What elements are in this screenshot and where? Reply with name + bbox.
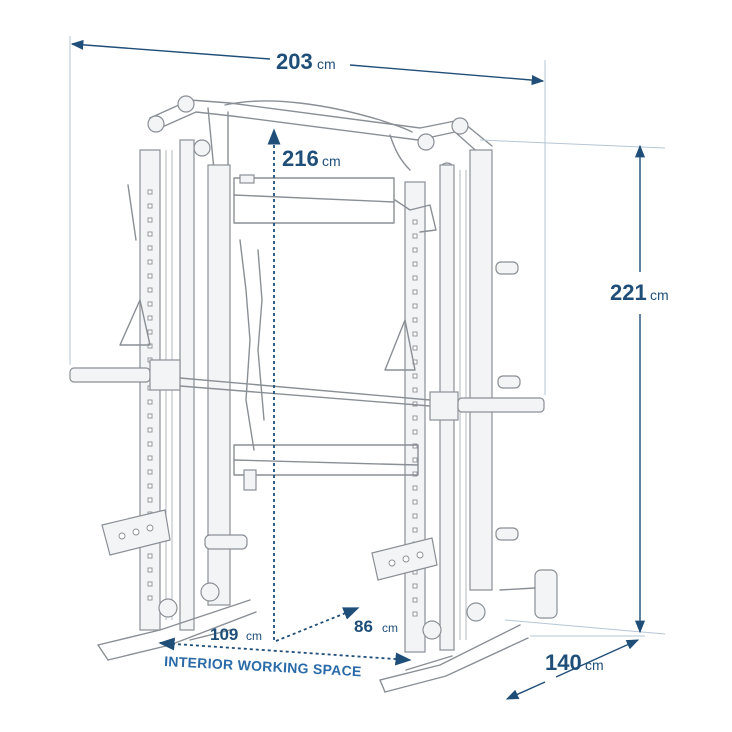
upright-hole [412,611,418,617]
interior-width-value: 109 [210,625,238,644]
upright-hole [412,457,418,463]
upright-hole [412,485,418,491]
interior-width-dimension: 109 cm [158,625,412,666]
upright-hole [147,329,153,335]
upright-hole [412,387,418,393]
depth-value: 140 [545,650,582,675]
upright-hole [147,469,153,475]
interior-height-dimension: 216 cm [267,128,341,640]
barbell [69,359,545,421]
upright-hole [412,317,418,323]
upright-hole [412,275,418,281]
upright-hole [412,289,418,295]
upright-hole [147,203,153,209]
upright-hole [147,189,153,195]
upright-hole [147,581,153,587]
upright-hole [147,595,153,601]
width-unit: cm [317,56,336,72]
pulley-top-left [147,95,211,157]
upright-hole [147,441,153,447]
upright-hole [412,415,418,421]
upright-hole [412,233,418,239]
safety-arm-right [371,537,438,581]
depth-unit: cm [585,657,604,673]
interior-working-space-caption: INTERIOR WORKING SPACE [164,653,362,679]
interior-height-unit: cm [322,153,341,169]
upright-hole [147,567,153,573]
upright-hole [147,427,153,433]
upright-hole [147,273,153,279]
upright-hole [147,497,153,503]
upright-hole [412,331,418,337]
upright-hole [147,301,153,307]
height-dimension: 221 cm [610,144,669,634]
upright-hole [412,303,418,309]
upright-hole [147,455,153,461]
machine-frame [69,95,558,693]
width-value: 203 [276,49,313,74]
depth-dimension: 140 cm [505,639,640,700]
width-dimension: 203 cm [70,39,545,86]
upright-hole [147,483,153,489]
upright-hole [412,513,418,519]
upright-hole [412,345,418,351]
height-unit: cm [650,287,669,303]
height-value: 221 [610,280,647,305]
upright-hole [412,443,418,449]
upright-hole [147,231,153,237]
upright-hole [412,471,418,477]
upright-hole [412,247,418,253]
upright-hole [147,217,153,223]
upright-hole [147,287,153,293]
upright-hole [412,527,418,533]
upright-hole [412,429,418,435]
interior-depth-value: 86 [354,617,373,636]
interior-depth-dimension: 86 cm [275,607,398,642]
upright-hole [412,219,418,225]
upright-hole [147,413,153,419]
upright-hole [147,553,153,559]
upright-hole [412,373,418,379]
upright-hole [147,245,153,251]
upright-hole [412,499,418,505]
upright-hole [412,597,418,603]
upright-hole [147,399,153,405]
upright-hole [412,261,418,267]
upright-hole [147,315,153,321]
upright-hole [412,583,418,589]
upright-hole [147,259,153,265]
safety-arm-left [101,509,171,556]
interior-width-unit: cm [246,629,262,643]
interior-height-value: 216 [282,146,319,171]
interior-depth-unit: cm [382,621,398,635]
